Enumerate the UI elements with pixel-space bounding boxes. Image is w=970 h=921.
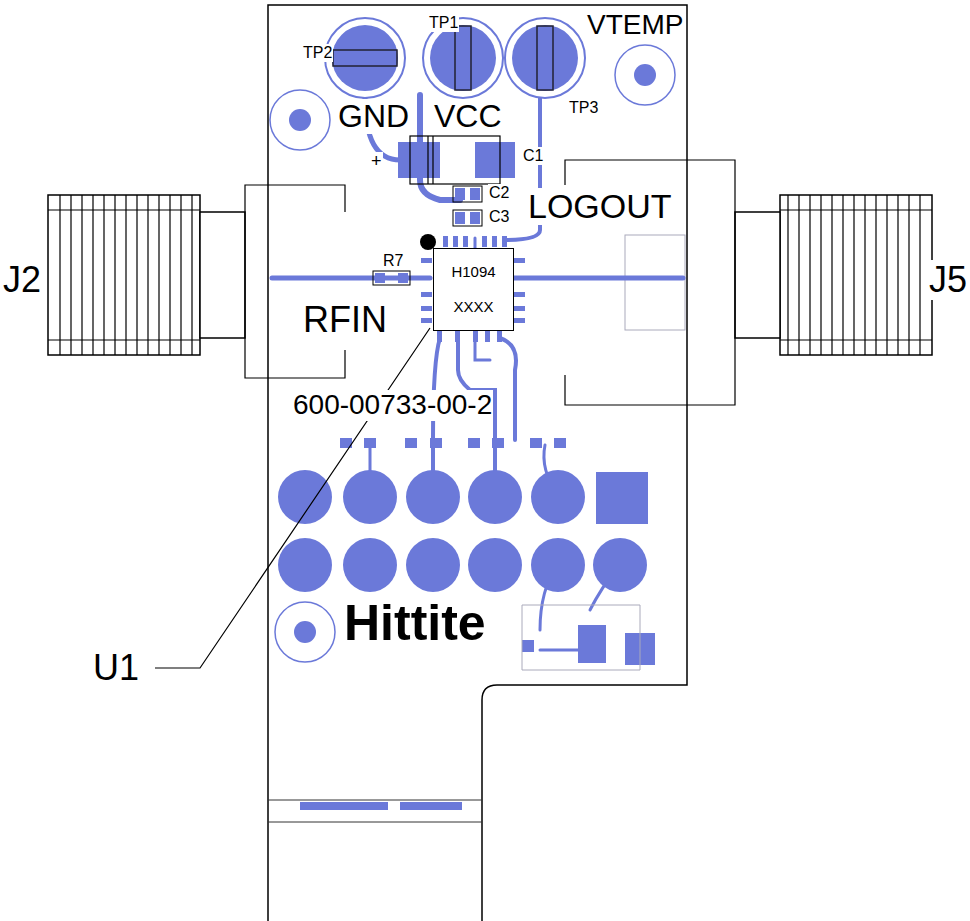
pcb-label: R7 bbox=[382, 252, 404, 270]
pcb-label: U1 bbox=[92, 648, 140, 688]
pcb-label: C2 bbox=[488, 184, 510, 202]
ic-package: H1094XXXX bbox=[433, 248, 514, 331]
chip-marking: XXXX bbox=[453, 299, 493, 316]
pcb-label: 600-00733-00-2 bbox=[292, 390, 493, 421]
pcb-label: C3 bbox=[488, 208, 510, 226]
pcb-label: J5 bbox=[928, 260, 968, 300]
pcb-label: TP3 bbox=[568, 99, 599, 117]
pcb-label: C1 bbox=[522, 147, 544, 165]
pcb-label: RFIN bbox=[302, 300, 388, 340]
pcb-label: LOGOUT bbox=[527, 188, 673, 225]
chip-marking: H1094 bbox=[451, 264, 495, 281]
brand-logo: Hittite bbox=[343, 596, 487, 651]
pcb-label: VTEMP bbox=[586, 10, 684, 41]
pcb-label: GND bbox=[337, 99, 410, 134]
pcb-label: J2 bbox=[2, 260, 42, 300]
pcb-label: VCC bbox=[433, 99, 503, 134]
pcb-label: TP2 bbox=[302, 44, 333, 62]
pcb-label: TP1 bbox=[428, 14, 459, 32]
pcb-label: + bbox=[370, 152, 383, 172]
